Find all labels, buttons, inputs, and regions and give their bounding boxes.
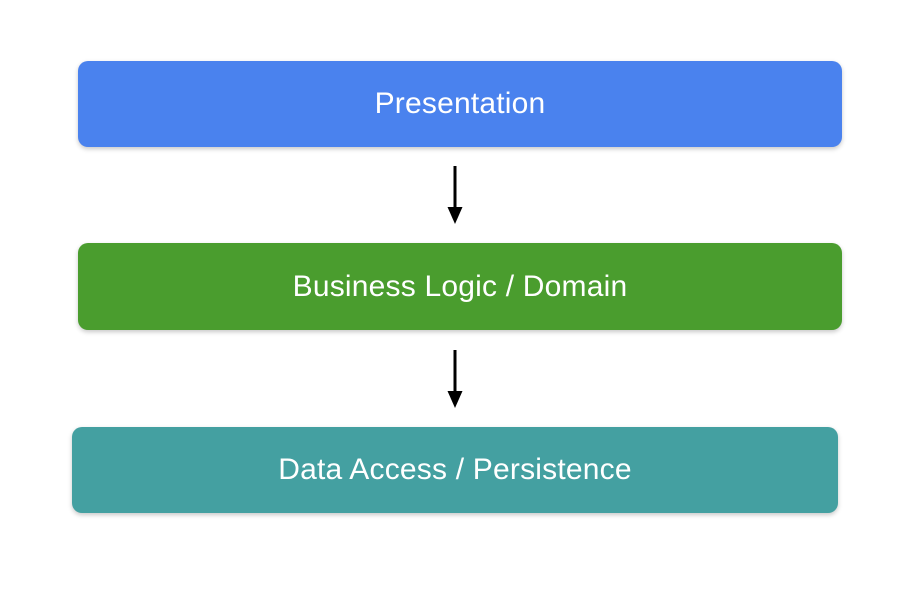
layer-box-data-access: Data Access / Persistence — [72, 427, 838, 513]
down-arrow-icon — [447, 166, 463, 224]
down-arrow-icon — [447, 350, 463, 408]
layer-label-business-logic: Business Logic / Domain — [292, 269, 628, 303]
layer-label-presentation: Presentation — [374, 87, 546, 120]
layer-box-presentation: Presentation — [78, 61, 842, 147]
layer-label-data-access: Data Access / Persistence — [278, 453, 632, 486]
layer-box-business-logic: Business Logic / Domain — [78, 243, 842, 330]
